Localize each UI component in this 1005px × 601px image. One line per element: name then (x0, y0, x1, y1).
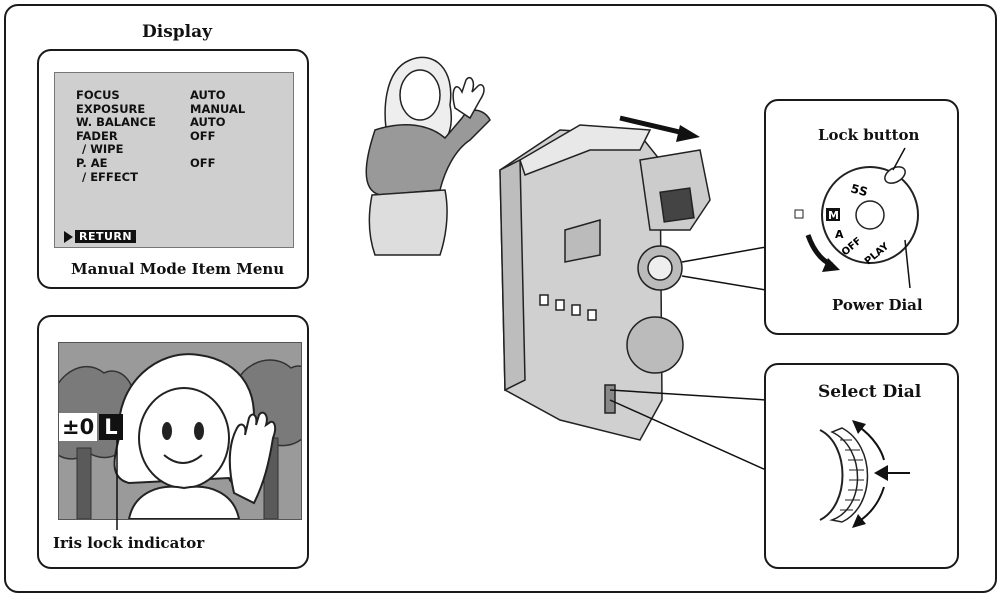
select-dial-icon (820, 430, 843, 520)
